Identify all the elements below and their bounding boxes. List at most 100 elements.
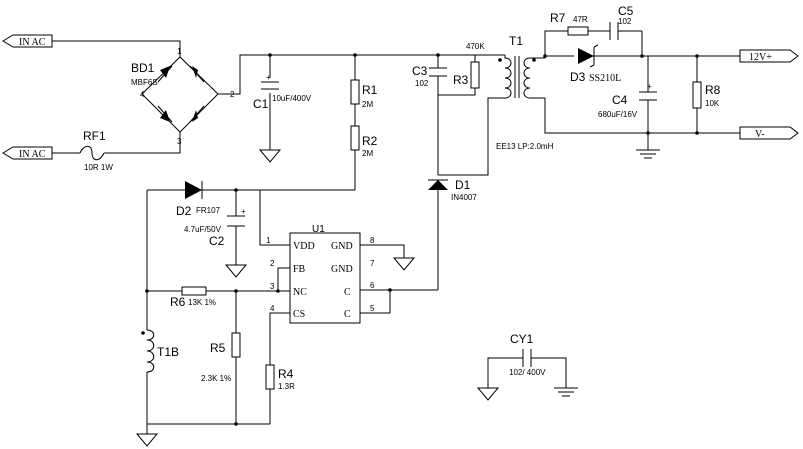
d3-schottky-diode: D3 SS210L [570, 44, 621, 84]
port-v-minus-label: V- [755, 129, 765, 140]
junction-c3 [436, 53, 440, 57]
bd1-value: MBF6S [131, 78, 158, 87]
r6-value: 13K 1% [188, 298, 216, 307]
u1-pin2-name: FB [293, 264, 306, 275]
bd1-bridge-rectifier: BD1 MBF6S 4 2 1 3 [131, 47, 235, 146]
c3-value: 102 [415, 79, 429, 88]
c1-capacitor: + C1 10uF/400V [253, 73, 312, 111]
u1-pin4-num: 4 [270, 304, 275, 313]
rf1-fuse: RF1 10R 1W [79, 129, 113, 172]
port-in-ac-bottom-label: IN AC [19, 149, 46, 160]
u1-pin1-num: 1 [266, 236, 271, 245]
svg-text:+: + [266, 73, 271, 82]
u1-pin5-name: C [344, 309, 351, 320]
c3-ref: C3 [412, 64, 428, 78]
u1-ref: U1 [312, 224, 325, 235]
d1-ref: D1 [455, 178, 471, 192]
d2-diode: D2 FR107 [176, 181, 221, 218]
u1-pin6-name: C [344, 287, 351, 298]
r7-resistor: R7 47R [550, 11, 589, 36]
rf1-value: 10R 1W [84, 163, 113, 172]
c4-capacitor: + C4 680uF/16V [598, 82, 657, 119]
t1b-aux-winding: T1B [141, 329, 179, 373]
r4-ref: R4 [278, 367, 294, 381]
c4-value: 680uF/16V [598, 110, 638, 119]
port-in-ac-top: IN AC [2, 34, 53, 48]
u1-pin3-num: 3 [270, 282, 275, 291]
r2-ref: R2 [362, 134, 378, 148]
cy1-y-capacitor: CY1 102/ 400V [476, 332, 578, 401]
r2-value: 2M [362, 149, 373, 158]
d2-ref: D2 [176, 204, 192, 218]
c1-ref: C1 [253, 97, 269, 111]
wires-ac-input [52, 40, 181, 154]
r3-resistor: R3 470K [453, 42, 485, 89]
c5-value: 102 [618, 17, 632, 26]
r4-resistor: R4 1.3R [265, 364, 295, 391]
t1-ref: T1 [509, 34, 523, 48]
junction-c1 [268, 53, 272, 57]
r6-ref: R6 [170, 295, 186, 309]
r8-value: 10K [705, 99, 720, 108]
c5-ref: C5 [618, 4, 634, 18]
u1-pin2-num: 2 [270, 259, 275, 268]
r5-value: 2.3K 1% [201, 374, 231, 383]
r8-resistor: R8 10K [692, 81, 721, 109]
d2-value: FR107 [196, 206, 221, 215]
wires-controller [146, 189, 438, 434]
ground-aux [135, 433, 159, 447]
junction-r1 [353, 53, 357, 57]
t1-value: EE13 LP:2.0mH [496, 142, 554, 151]
c1-value: 10uF/400V [272, 94, 312, 103]
u1-pin7-name: GND [331, 264, 353, 275]
c3-capacitor: C3 102 [412, 64, 447, 88]
ground-c2 [224, 264, 248, 278]
r4-value: 1.3R [278, 382, 295, 391]
c5-capacitor: C5 102 [609, 4, 634, 40]
bd1-ref: BD1 [131, 61, 155, 75]
svg-text:+: + [647, 82, 652, 91]
ground-u1 [392, 257, 416, 271]
d1-diode: D1 IN4007 [428, 178, 477, 290]
t1b-ref: T1B [157, 345, 179, 359]
c4-ref: C4 [612, 93, 628, 107]
bd1-pin1: 1 [177, 47, 182, 56]
r7-ref: R7 [550, 11, 566, 25]
u1-pin5-num: 5 [370, 304, 375, 313]
d3-ref: D3 [570, 70, 586, 84]
svg-text:+: + [241, 207, 246, 216]
t1-transformer: T1 EE13 LP:2.0mH [438, 34, 554, 176]
cy1-ref: CY1 [510, 332, 534, 346]
port-in-ac-bottom: IN AC [2, 146, 53, 160]
d1-value: IN4007 [451, 193, 477, 202]
ground-secondary [636, 149, 660, 159]
u1-pin3-name: NC [293, 287, 307, 298]
u1-pin7-num: 7 [370, 259, 375, 268]
ground-c1 [258, 149, 282, 163]
c2-capacitor: + 4.7uF/50V C2 [184, 207, 246, 248]
u1-pin6-num: 6 [370, 281, 375, 290]
r6-resistor: R6 13K 1% [170, 286, 216, 309]
port-v-minus-out: V- [739, 126, 799, 140]
r5-ref: R5 [210, 341, 226, 355]
r8-ref: R8 [705, 83, 721, 97]
r1-value: 2M [362, 100, 373, 109]
r1-resistor: R1 2M [350, 79, 378, 109]
port-in-ac-top-label: IN AC [19, 37, 46, 48]
r5-resistor: R5 2.3K 1% [201, 332, 241, 383]
r1-ref: R1 [362, 83, 378, 97]
r7-value: 47R [573, 15, 588, 24]
u1-pin1-name: VDD [293, 241, 315, 252]
bd1-pin3: 3 [177, 137, 182, 146]
u1-pin8-name: GND [331, 241, 353, 252]
bd1-pin4: 4 [140, 90, 145, 99]
cy1-value: 102/ 400V [509, 368, 546, 377]
port-12v-out: 12V+ [739, 49, 799, 63]
d3-value: SS210L [589, 73, 621, 84]
u1-controller-ic: U1 1 VDD 2 FB 3 NC 4 CS 8 GND 7 GND 6 C … [266, 224, 375, 324]
r3-ref: R3 [453, 73, 469, 87]
rf1-ref: RF1 [83, 129, 106, 143]
c2-ref: C2 [209, 234, 225, 248]
port-12v-label: 12V+ [749, 52, 772, 63]
